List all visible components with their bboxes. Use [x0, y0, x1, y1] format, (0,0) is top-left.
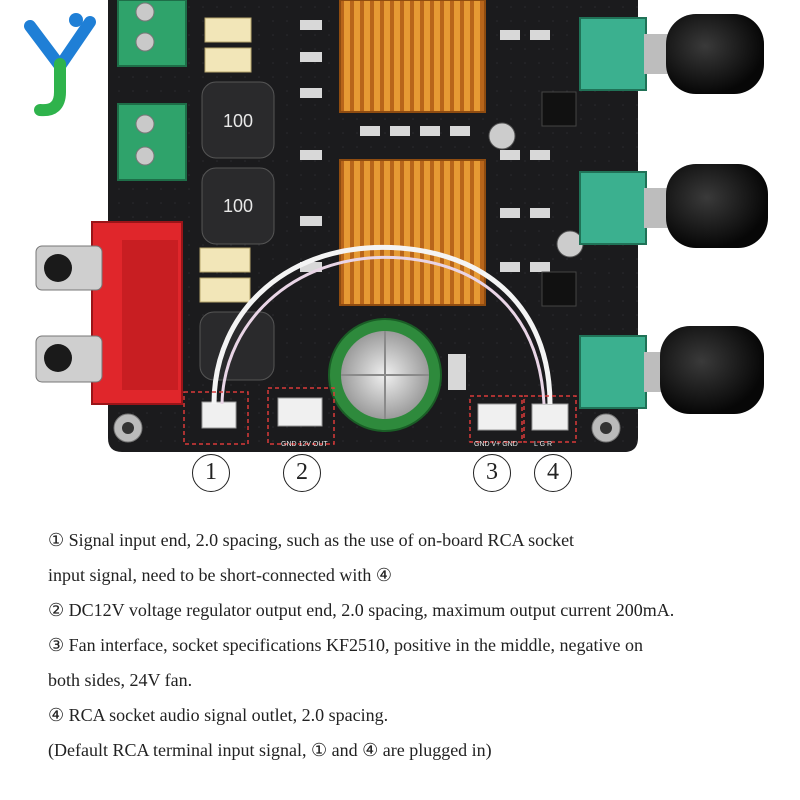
connector-3-pin-label: GND V+ GND [474, 441, 518, 448]
inductor-2-label: 100 [223, 196, 253, 216]
volume-knob-middle [579, 164, 768, 248]
heatsink-top [339, 0, 486, 113]
board-illustration: 100 100 [24, 0, 768, 452]
callout-2: 2 [283, 454, 321, 492]
note-line-2: input signal, need to be short-connected… [48, 565, 393, 585]
note-line-5: both sides, 24V fan. [48, 670, 193, 690]
callout-3: 3 [473, 454, 511, 492]
highlight-box-1 [183, 391, 249, 445]
brand-logo [24, 13, 96, 117]
note-line-1: ① Signal input end, 2.0 spacing, such as… [48, 530, 575, 550]
terminal-block-bottom [117, 103, 187, 181]
note-line-3: ② DC12V voltage regulator output end, 2.… [48, 600, 675, 620]
highlight-box-2 [267, 387, 335, 445]
volume-knob-top [579, 14, 764, 94]
inductor-2: 100 [201, 167, 275, 245]
connector-2-pin-label: GND 12V OUT [281, 441, 328, 448]
rca-socket [35, 221, 183, 405]
inductor-1: 100 [201, 81, 275, 159]
note-line-7: (Default RCA terminal input signal, ① an… [48, 740, 492, 760]
note-line-4: ③ Fan interface, socket specifications K… [48, 635, 643, 655]
product-photo: 100 100 [24, 0, 768, 492]
heatsink-bottom [339, 159, 486, 306]
electrolytic-capacitor [328, 318, 442, 432]
note-line-6: ④ RCA socket audio signal outlet, 2.0 sp… [48, 705, 389, 725]
jumper-wire [211, 244, 553, 405]
volume-knob-bottom [579, 326, 764, 414]
terminal-block-top [117, 0, 187, 67]
connector-4-pin-label: L G R [534, 441, 552, 448]
inductor-1-label: 100 [223, 111, 253, 131]
callout-4: 4 [534, 454, 572, 492]
callout-1: 1 [192, 454, 230, 492]
